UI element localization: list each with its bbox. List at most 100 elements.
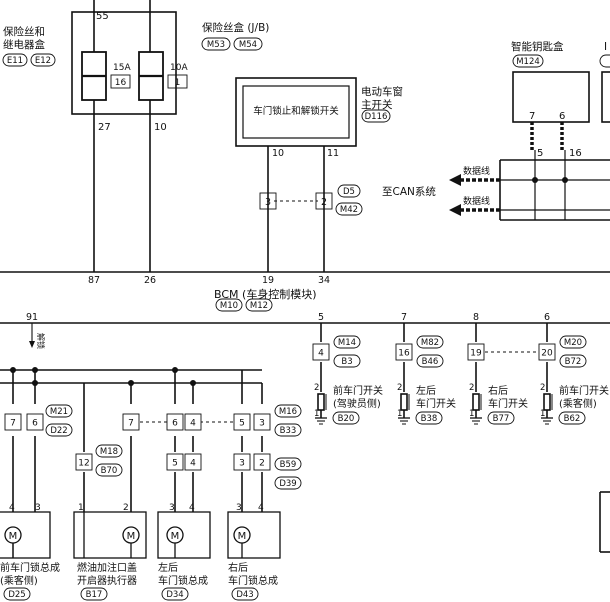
conn-d116: D116 xyxy=(365,112,388,122)
actuator-name-line2: 车门锁总成 xyxy=(228,574,278,587)
actuator-name-line2: (乘客侧) xyxy=(0,574,38,587)
connector-code: M21 xyxy=(50,407,68,417)
actuator-pin: 4 xyxy=(9,503,15,513)
actuator-connector: D34 xyxy=(166,590,183,600)
data-line-label-2: 数据线 xyxy=(463,195,490,207)
to-can-label: 至CAN系统 xyxy=(382,185,436,198)
motor-symbol: M xyxy=(9,531,18,542)
actuator-name-line1: 左后 xyxy=(158,561,178,574)
switch-pin: 1 xyxy=(540,409,545,419)
switch-inline-pin: 20 xyxy=(541,349,553,359)
actuator-name-line2: 车门锁总成 xyxy=(158,574,208,587)
conn-d5: D5 xyxy=(343,187,355,197)
sk-pin-7: 7 xyxy=(529,111,535,122)
fuse-block-label: 保险丝盒 (J/B) xyxy=(202,21,269,34)
switch-name-line2: 车门开关 xyxy=(416,397,456,410)
conn-m42: M42 xyxy=(340,205,358,215)
door-switch-group: 4M14B321前车门开关(驾驶员侧)B2016M82B4621左后车门开关B3… xyxy=(312,335,609,425)
conn-e12: E12 xyxy=(35,56,51,66)
actuator-connector: D43 xyxy=(236,590,253,600)
connector-pin: 5 xyxy=(172,459,178,469)
switch-icon xyxy=(400,393,408,411)
conn-m53: M53 xyxy=(207,40,225,50)
switch-inline-pin: 19 xyxy=(470,349,482,359)
fuse-box xyxy=(71,11,188,115)
switch-icon xyxy=(543,393,551,411)
bcm-pin-7: 7 xyxy=(401,312,407,323)
switch-inline-conn: B46 xyxy=(422,357,439,367)
actuator-pin: 1 xyxy=(78,503,84,513)
fuse2-rating: 10A xyxy=(170,63,188,73)
sk-pin-16: 16 xyxy=(569,148,582,159)
connector-code: M18 xyxy=(100,447,118,457)
switch-icon xyxy=(317,393,325,411)
switch-pin: 2 xyxy=(540,383,545,393)
unlock-arrow-icon xyxy=(29,341,35,348)
ws-pin-10: 10 xyxy=(272,148,284,159)
connector-pin: 3 xyxy=(259,419,265,429)
pin-55: 55 xyxy=(96,11,109,22)
jc-pin-3: 3 xyxy=(265,197,271,208)
data-lines xyxy=(449,122,564,216)
switch-inline-conn: M20 xyxy=(564,338,582,348)
switch-connector: B77 xyxy=(493,414,510,424)
bcm-pin-8: 8 xyxy=(473,312,479,323)
actuator-pin: 3 xyxy=(35,503,41,513)
switch-pin: 2 xyxy=(397,383,402,393)
connector-pin: 7 xyxy=(10,419,16,429)
motor-symbol: M xyxy=(238,531,247,542)
bcm-pin-34: 34 xyxy=(318,275,330,286)
motor-symbol: M xyxy=(127,531,136,542)
connector-pin: 4 xyxy=(190,459,196,469)
bcm-pin-87: 87 xyxy=(88,275,100,286)
switch-name-line1: 前车门开关 xyxy=(333,384,383,397)
connector-code: D22 xyxy=(50,426,67,436)
switch-inner-label: 车门锁止和解锁开关 xyxy=(253,105,339,117)
connector-pin: 6 xyxy=(32,419,38,429)
switch-pin: 1 xyxy=(314,409,319,419)
switch-inline-pin: 4 xyxy=(318,349,324,359)
switch-name-line1: 前车门开关 xyxy=(559,384,609,397)
actuator-connector: D25 xyxy=(8,590,25,600)
connector-pin: 3 xyxy=(239,459,245,469)
actuator-name-line1: 燃油加注口盖 xyxy=(77,561,137,574)
connector-pin: 2 xyxy=(259,459,265,469)
pin-27: 27 xyxy=(98,122,111,133)
power-window-switch xyxy=(235,77,357,147)
fuse1-number: 16 xyxy=(115,78,127,88)
actuator-pin: 2 xyxy=(123,503,129,513)
switch-pin: 1 xyxy=(469,409,474,419)
connector-code: M16 xyxy=(279,407,297,417)
connector-pin: 12 xyxy=(78,459,89,469)
switch-name-line2: (乘客侧) xyxy=(559,397,597,410)
conn-m10: M10 xyxy=(220,301,238,311)
connector-code: B33 xyxy=(280,426,297,436)
bcm-label: BCM (车身控制模块) xyxy=(214,287,317,301)
bcm-pin-6: 6 xyxy=(544,312,550,323)
switch-inline-conn: B72 xyxy=(565,357,582,367)
switch-pin: 1 xyxy=(397,409,402,419)
fuse1-rating: 15A xyxy=(113,63,131,73)
bcm-pin-26: 26 xyxy=(144,275,156,286)
junction-dots xyxy=(10,177,568,386)
actuator-pin: 4 xyxy=(258,503,264,513)
junction-connectors xyxy=(259,192,333,210)
actuator-pin: 3 xyxy=(169,503,175,513)
actuator-name-line2: 开启器执行器 xyxy=(77,574,137,587)
jc-pin-2: 2 xyxy=(321,197,327,208)
window-switch-line2: 主开关 xyxy=(361,98,393,111)
actuator-pin: 3 xyxy=(236,503,242,513)
fuse-relay-box-line2: 继电器盒 xyxy=(3,38,45,51)
smart-key-label: 智能钥匙盒 xyxy=(511,40,564,53)
sk-pin-5: 5 xyxy=(537,148,543,159)
smart-key-box xyxy=(512,71,610,123)
static-labels: 55 保险丝和 继电器盒 E11 E12 保险丝盒 (J/B) M53 M54 … xyxy=(2,11,610,349)
conn-e11: E11 xyxy=(7,56,23,66)
